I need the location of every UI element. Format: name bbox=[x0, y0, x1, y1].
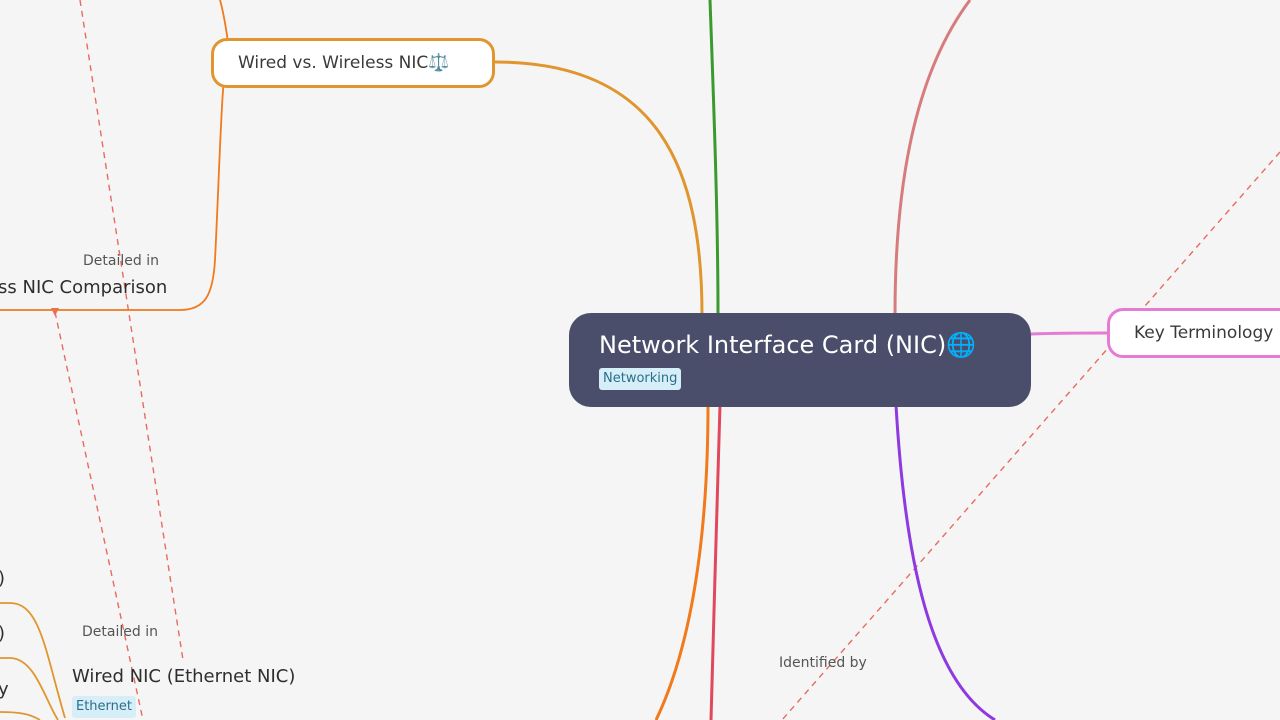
root-title: Network Interface Card (NIC)🌐 bbox=[599, 331, 977, 359]
node-wired-vs-wireless[interactable]: Wired vs. Wireless NIC⚖️ bbox=[211, 38, 495, 88]
wired-nic-tag: Ethernet bbox=[72, 696, 136, 718]
branch-leaf-1 bbox=[0, 602, 66, 719]
branch-top-left bbox=[219, 0, 229, 43]
cross-link-dashed bbox=[781, 151, 1280, 720]
branch-key-terminology bbox=[1030, 331, 1108, 336]
branch-leaf-2 bbox=[0, 657, 59, 720]
node-clipped-leaf[interactable]: ) bbox=[0, 568, 5, 589]
node-wired-nic[interactable]: Wired NIC (Ethernet NIC) bbox=[72, 666, 296, 687]
node-nic-comparison[interactable]: ss NIC Comparison bbox=[0, 277, 168, 298]
branch-salmon bbox=[893, 0, 972, 316]
branch-red bbox=[709, 404, 722, 720]
cross-link-dashed bbox=[79, 0, 184, 661]
cross-link-dashed bbox=[54, 311, 144, 720]
node-clipped-leaf[interactable]: ) bbox=[0, 623, 5, 644]
edge-label-identified-by: Identified by bbox=[779, 655, 867, 671]
branch-leaf-3 bbox=[0, 711, 41, 720]
root-node[interactable]: Network Interface Card (NIC)🌐 Networking bbox=[569, 313, 1031, 407]
branch-dark-orange bbox=[654, 404, 710, 720]
branch-green bbox=[708, 0, 720, 316]
branch-purple bbox=[894, 404, 996, 720]
node-key-terminology[interactable]: Key Terminology bbox=[1107, 308, 1280, 358]
branch-wired-vs-wireless bbox=[494, 60, 704, 316]
node-clipped-leaf[interactable]: y bbox=[0, 679, 9, 700]
edge-label-detailed-in: Detailed in bbox=[82, 624, 158, 640]
branch-comparison bbox=[0, 59, 229, 311]
edge-label-detailed-in: Detailed in bbox=[83, 253, 159, 269]
root-tag: Networking bbox=[599, 368, 682, 390]
